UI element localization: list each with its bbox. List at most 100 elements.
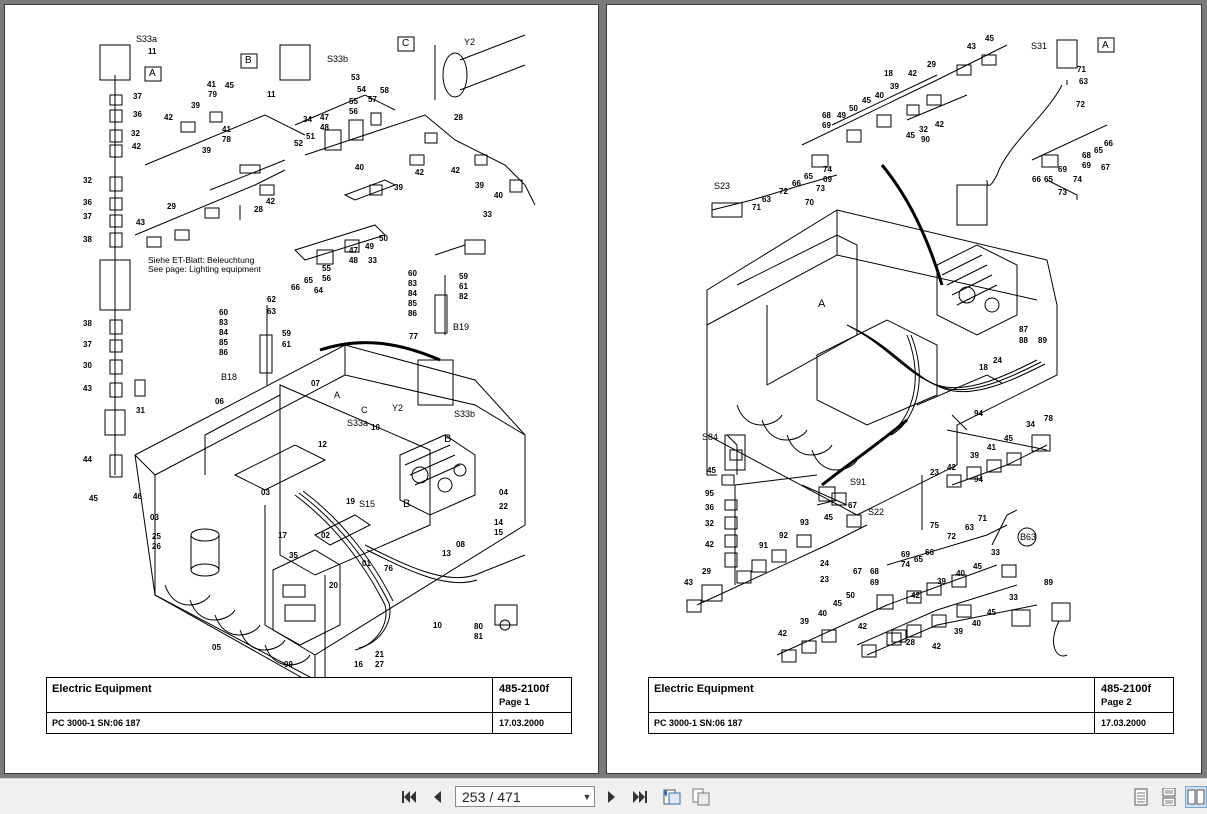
part-number: 40	[494, 191, 503, 200]
part-number: 79	[208, 90, 217, 99]
next-page-icon[interactable]	[602, 787, 622, 807]
continuous-view-icon[interactable]	[1159, 787, 1179, 807]
part-number: 36	[705, 503, 714, 512]
part-number: 37	[133, 92, 142, 101]
title-block-page-1: Electric Equipment 485-2100f Page 1 PC 3…	[46, 677, 572, 734]
part-number: 03	[261, 488, 270, 497]
page-separator: /	[489, 788, 494, 805]
part-number: 39	[890, 82, 899, 91]
part-number: 27	[375, 660, 384, 669]
part-number: 74	[823, 165, 832, 174]
part-number: 54	[357, 85, 366, 94]
part-number: 78	[222, 135, 231, 144]
part-number: 60	[219, 308, 228, 317]
part-number: 66	[1104, 139, 1113, 148]
part-number: 42	[932, 642, 941, 651]
part-number: 63	[267, 307, 276, 316]
part-number: 71	[1077, 65, 1086, 74]
part-number: 57	[368, 95, 377, 104]
part-number: 32	[919, 125, 928, 134]
part-number: 41	[222, 125, 231, 134]
electrical-drawing-page-1	[99, 34, 536, 686]
part-number: 60	[408, 269, 417, 278]
part-number: 18	[884, 69, 893, 78]
drawing-date: 17.03.2000	[1101, 718, 1147, 728]
title-block-page-2: Electric Equipment 485-2100f Page 2 PC 3…	[648, 677, 1174, 734]
part-number: 82	[459, 292, 468, 301]
part-number: 01	[362, 559, 371, 568]
part-number: 07	[311, 379, 320, 388]
document-viewport[interactable]: S33a 11 A B C Y2 S33b 11 37 36 32 42 32 …	[0, 0, 1207, 778]
part-number: 88	[1019, 336, 1028, 345]
part-number: 29	[927, 60, 936, 69]
part-number: 84	[219, 328, 228, 337]
part-number: 42	[858, 622, 867, 631]
part-number: 36	[133, 110, 142, 119]
part-number: 45	[707, 466, 716, 475]
prev-page-icon[interactable]	[427, 787, 447, 807]
part-number: 45	[987, 608, 996, 617]
part-number: 42	[947, 463, 956, 472]
part-number: 69	[901, 550, 910, 559]
component-label-y2: Y2	[464, 37, 476, 47]
part-number: 65	[304, 276, 313, 285]
drawing-page-number: Page 2	[1101, 697, 1132, 708]
part-number: 66	[925, 548, 934, 557]
part-number: 40	[355, 163, 364, 172]
part-number: 50	[379, 234, 388, 243]
part-number: 67	[848, 501, 857, 510]
part-number: 09	[284, 660, 293, 669]
part-number: 42	[451, 166, 460, 175]
page-number-field[interactable]: 253/471 ▼	[455, 786, 595, 807]
part-number: 45	[906, 131, 915, 140]
drawing-callouts-page-2: S31 A 45 43 18 42 29 39 40 45 50 49 68 6…	[607, 5, 1201, 773]
part-number: 68	[822, 111, 831, 120]
part-number: 17	[278, 531, 287, 540]
part-number: 33	[991, 548, 1000, 557]
part-number: 50	[849, 104, 858, 113]
part-number: 42	[415, 168, 424, 177]
part-number: 41	[207, 80, 216, 89]
extract-pages-icon[interactable]	[689, 787, 713, 807]
single-page-view-icon[interactable]	[1131, 787, 1151, 807]
drawing-date: 17.03.2000	[499, 718, 545, 728]
part-number: 41	[987, 443, 996, 452]
part-number: 24	[820, 559, 829, 568]
part-number: 03	[150, 513, 159, 522]
rotate-icon[interactable]	[660, 787, 684, 807]
part-number: 49	[365, 242, 374, 251]
part-number: 45	[973, 562, 982, 571]
part-number: 63	[965, 523, 974, 532]
component-label-s22: S22	[868, 507, 885, 517]
part-number: 39	[191, 101, 200, 110]
drawing-code: 485-2100f	[499, 683, 550, 695]
last-page-icon[interactable]	[630, 787, 650, 807]
part-number: 77	[409, 332, 418, 341]
part-number: 89	[1038, 336, 1047, 345]
part-number: 39	[800, 617, 809, 626]
part-number: 56	[349, 107, 358, 116]
first-page-icon[interactable]	[399, 787, 419, 807]
part-number: 85	[219, 338, 228, 347]
part-number: 89	[1044, 578, 1053, 587]
component-label-s31: S31	[1031, 41, 1048, 51]
two-page-view-icon[interactable]	[1185, 786, 1207, 808]
part-number: 93	[800, 518, 809, 527]
part-number: 28	[454, 113, 463, 122]
part-number: 61	[459, 282, 468, 291]
part-number: 40	[875, 91, 884, 100]
part-number: 35	[289, 551, 298, 560]
part-number: 39	[970, 451, 979, 460]
part-number: 38	[83, 319, 92, 328]
part-number: 76	[384, 564, 393, 573]
view-label-c: C	[402, 38, 410, 49]
part-number: 29	[702, 567, 711, 576]
part-number: 08	[456, 540, 465, 549]
part-number: 45	[862, 96, 871, 105]
lighting-note-de: Siehe ET-Blatt: Beleuchtung	[148, 255, 255, 265]
part-number: 43	[967, 42, 976, 51]
part-number: 52	[294, 139, 303, 148]
part-number: 39	[202, 146, 211, 155]
chevron-down-icon[interactable]: ▼	[582, 791, 592, 802]
part-number: 72	[779, 187, 788, 196]
